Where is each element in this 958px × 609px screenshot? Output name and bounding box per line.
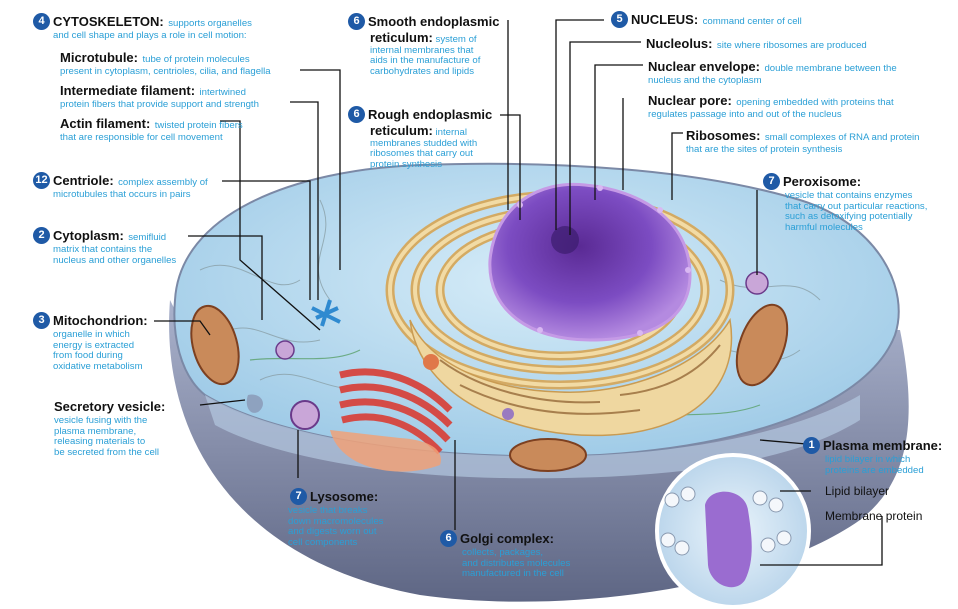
nucleolus [551, 226, 579, 254]
peroxisome [745, 271, 769, 295]
badge-rough-er: 6 [348, 106, 365, 124]
label-secretory-vesicle: Secretory vesicle: vesicle fusing with t… [54, 399, 166, 459]
badge-smooth-er: 6 [348, 13, 365, 31]
vesicle-orange [423, 354, 439, 370]
vesicle [275, 340, 295, 360]
label-actin-filament: Actin filament: twisted protein fibers t… [60, 116, 243, 143]
vesicle-purple [502, 408, 514, 420]
badge-lysosome: 7 [290, 488, 307, 506]
leader-lines [154, 19, 883, 566]
label-nuclear-envelope: Nuclear envelope: double membrane betwee… [648, 59, 897, 86]
badge-cytoskeleton: 4 [33, 13, 50, 31]
badge-centriole: 12 [33, 172, 50, 190]
badge-golgi-complex: 6 [440, 530, 457, 548]
label-ribosomes: Ribosomes: small complexes of RNA and pr… [686, 128, 920, 155]
label-nucleolus: Nucleolus: site where ribosomes are prod… [646, 36, 867, 51]
label-lipid-bilayer: Lipid bilayer [825, 484, 890, 498]
label-intermediate-filament: Intermediate filament: intertwined prote… [60, 83, 259, 110]
er-folds [439, 344, 721, 415]
secretory-vesicle [246, 394, 263, 413]
centriole [311, 299, 341, 327]
label-nuclear-pore: Nuclear pore: opening embedded with prot… [648, 93, 894, 120]
golgi-complex [339, 368, 453, 455]
badge-nucleus: 5 [611, 11, 628, 29]
label-membrane-protein: Membrane protein [825, 509, 923, 523]
badge-peroxisome: 7 [763, 173, 780, 191]
mitochondria [190, 303, 789, 472]
label-microtubule: Microtubule: tube of protein molecules p… [60, 50, 271, 77]
er-body [409, 317, 733, 437]
membrane-protein [705, 491, 752, 588]
badge-plasma-membrane: 1 [803, 437, 820, 455]
lysosome [290, 400, 320, 430]
badge-cytoplasm: 2 [33, 227, 50, 245]
badge-mitochondrion: 3 [33, 312, 50, 330]
lipid-heads [660, 486, 792, 556]
golgi-base [330, 430, 441, 472]
